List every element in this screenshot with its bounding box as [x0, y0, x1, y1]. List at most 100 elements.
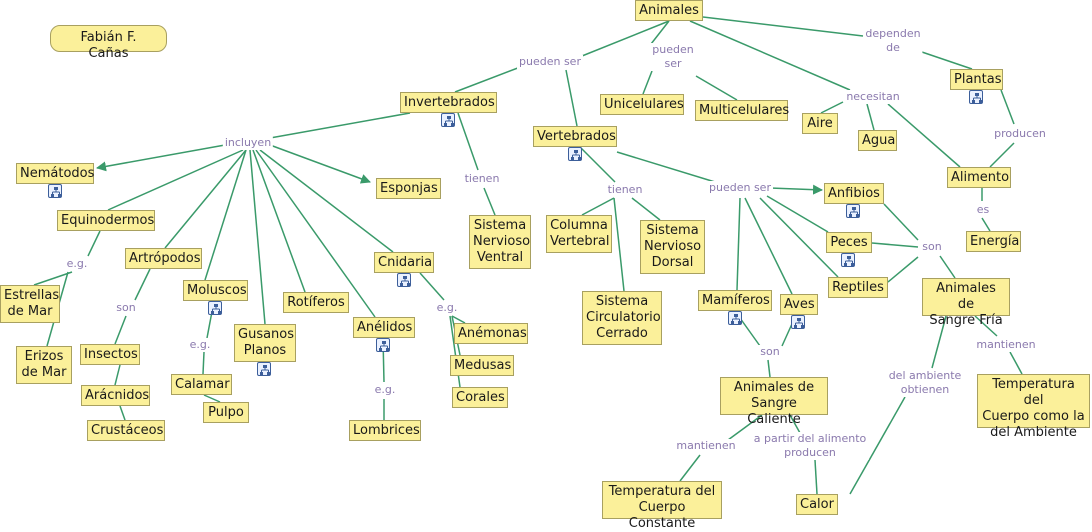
node-pulpo[interactable]: Pulpo: [203, 402, 249, 423]
node-crustaceos[interactable]: Crustáceos: [87, 420, 165, 441]
link-eg: e.g.: [64, 257, 90, 271]
connection-line: [269, 112, 411, 139]
node-plantas[interactable]: Plantas: [950, 69, 1003, 90]
link-tienen: tienen: [462, 172, 502, 186]
node-anemonas[interactable]: Anémonas: [454, 323, 528, 344]
link-mantienen: mantienen: [974, 338, 1038, 352]
connection-line: [642, 70, 653, 95]
node-multicelulares[interactable]: Multicelulares: [695, 100, 789, 121]
node-calamar[interactable]: Calamar: [171, 374, 232, 395]
node-lombrices[interactable]: Lombrices: [349, 420, 421, 441]
connection-line: [114, 315, 127, 345]
link-eg: e.g.: [434, 301, 460, 315]
link-es: es: [974, 203, 992, 217]
connection-line: [419, 272, 445, 301]
connection-line: [736, 197, 741, 291]
node-sangre-fria[interactable]: Animales de Sangre Fría: [922, 278, 1010, 328]
node-erizos[interactable]: Erizos de Mar: [16, 346, 72, 384]
link-pueden-ser: pueden ser: [650, 43, 696, 71]
submap-icon[interactable]: [48, 184, 62, 198]
link-del-ambiente-obtienen: del ambiente obtienen: [886, 369, 964, 397]
node-moluscos[interactable]: Moluscos: [183, 280, 248, 301]
connection-line: [114, 364, 121, 386]
node-aracnidos[interactable]: Arácnidos: [81, 385, 150, 406]
link-pueden-ser: pueden ser: [707, 181, 773, 195]
node-corales[interactable]: Corales: [452, 387, 508, 408]
connection-line: [87, 230, 101, 257]
submap-icon[interactable]: [841, 253, 855, 267]
submap-icon[interactable]: [441, 113, 455, 127]
submap-icon[interactable]: [397, 273, 411, 287]
connection-line: [451, 315, 466, 324]
node-invertebrados[interactable]: Invertebrados: [400, 92, 497, 113]
node-esponjas[interactable]: Esponjas: [376, 178, 441, 199]
node-rotiferos[interactable]: Rotíferos: [283, 292, 349, 313]
node-insectos[interactable]: Insectos: [80, 344, 140, 365]
connection-line: [766, 195, 829, 233]
submap-icon[interactable]: [568, 147, 582, 161]
node-temp-ambiente[interactable]: Temperatura del Cuerpo como la del Ambie…: [977, 374, 1090, 440]
node-anfibios[interactable]: Anfibios: [824, 183, 884, 204]
submap-icon[interactable]: [728, 311, 742, 325]
node-calor[interactable]: Calor: [796, 494, 838, 515]
node-sistema-dorsal[interactable]: Sistema Nervioso Dorsal: [640, 220, 705, 274]
link-mantienen: mantienen: [674, 439, 738, 453]
submap-icon[interactable]: [791, 315, 805, 329]
node-peces[interactable]: Peces: [826, 232, 872, 253]
author-label: Fabián F. Cañas: [50, 25, 167, 61]
node-sistema-ventral[interactable]: Sistema Nervioso Ventral: [469, 215, 531, 269]
connection-line: [202, 351, 205, 375]
node-agua[interactable]: Agua: [858, 130, 897, 151]
connection-line: [744, 197, 793, 295]
link-son: son: [920, 240, 944, 254]
connection-line: [866, 103, 875, 131]
link-dependen-de: dependen de: [863, 27, 923, 55]
node-alimento[interactable]: Alimento: [947, 167, 1011, 188]
connection-line: [565, 69, 578, 127]
node-temp-constante[interactable]: Temperatura del Cuerpo Constante: [602, 481, 722, 531]
node-nematodos[interactable]: Nemátodos: [16, 163, 94, 184]
connection-line: [1009, 351, 1023, 375]
node-artropodos[interactable]: Artrópodos: [125, 248, 202, 269]
node-mamiferos[interactable]: Mamíferos: [698, 290, 772, 311]
submap-icon[interactable]: [969, 90, 983, 104]
node-vertebrados[interactable]: Vertebrados: [533, 126, 617, 147]
node-animales[interactable]: Animales: [635, 0, 703, 21]
connection-line: [119, 405, 126, 421]
node-aves[interactable]: Aves: [780, 294, 818, 315]
link-eg: e.g.: [187, 338, 213, 352]
node-estrellas[interactable]: Estrellas de Mar: [0, 285, 60, 323]
node-energia[interactable]: Energía: [966, 231, 1021, 252]
node-equinodermos[interactable]: Equinodermos: [57, 210, 155, 231]
submap-icon[interactable]: [376, 338, 390, 352]
node-columna[interactable]: Columna Vertebral: [546, 215, 612, 253]
connection-line: [767, 359, 771, 378]
connection-line: [974, 315, 998, 337]
node-gusanos[interactable]: Gusanos Planos: [234, 324, 296, 362]
connection-line: [939, 255, 956, 279]
connection-line: [96, 144, 226, 172]
link-necesitan: necesitan: [844, 90, 902, 104]
node-reptiles[interactable]: Reptiles: [828, 277, 888, 298]
node-medusas[interactable]: Medusas: [450, 355, 514, 376]
link-a-partir-del-alimento-producen: a partir del alimento producen: [751, 432, 869, 460]
connection-line: [249, 149, 266, 325]
connection-line: [1000, 89, 1015, 125]
node-unicelulares[interactable]: Unicelulares: [600, 94, 684, 115]
link-son: son: [114, 301, 138, 315]
node-anelidos[interactable]: Anélidos: [353, 317, 415, 338]
node-cnidaria[interactable]: Cnidaria: [374, 252, 434, 273]
submap-icon[interactable]: [257, 362, 271, 376]
connection-line: [576, 20, 670, 59]
node-sangre-caliente[interactable]: Animales de Sangre Caliente: [720, 377, 828, 427]
node-aire[interactable]: Aire: [802, 113, 838, 134]
submap-icon[interactable]: [846, 204, 860, 218]
submap-icon[interactable]: [208, 301, 222, 315]
link-eg: e.g.: [372, 383, 398, 397]
node-circulatorio[interactable]: Sistema Circulatorio Cerrado: [582, 291, 662, 345]
connection-line: [255, 149, 376, 318]
connection-line: [727, 414, 763, 441]
connection-line: [259, 149, 394, 253]
connection-line: [164, 149, 247, 249]
